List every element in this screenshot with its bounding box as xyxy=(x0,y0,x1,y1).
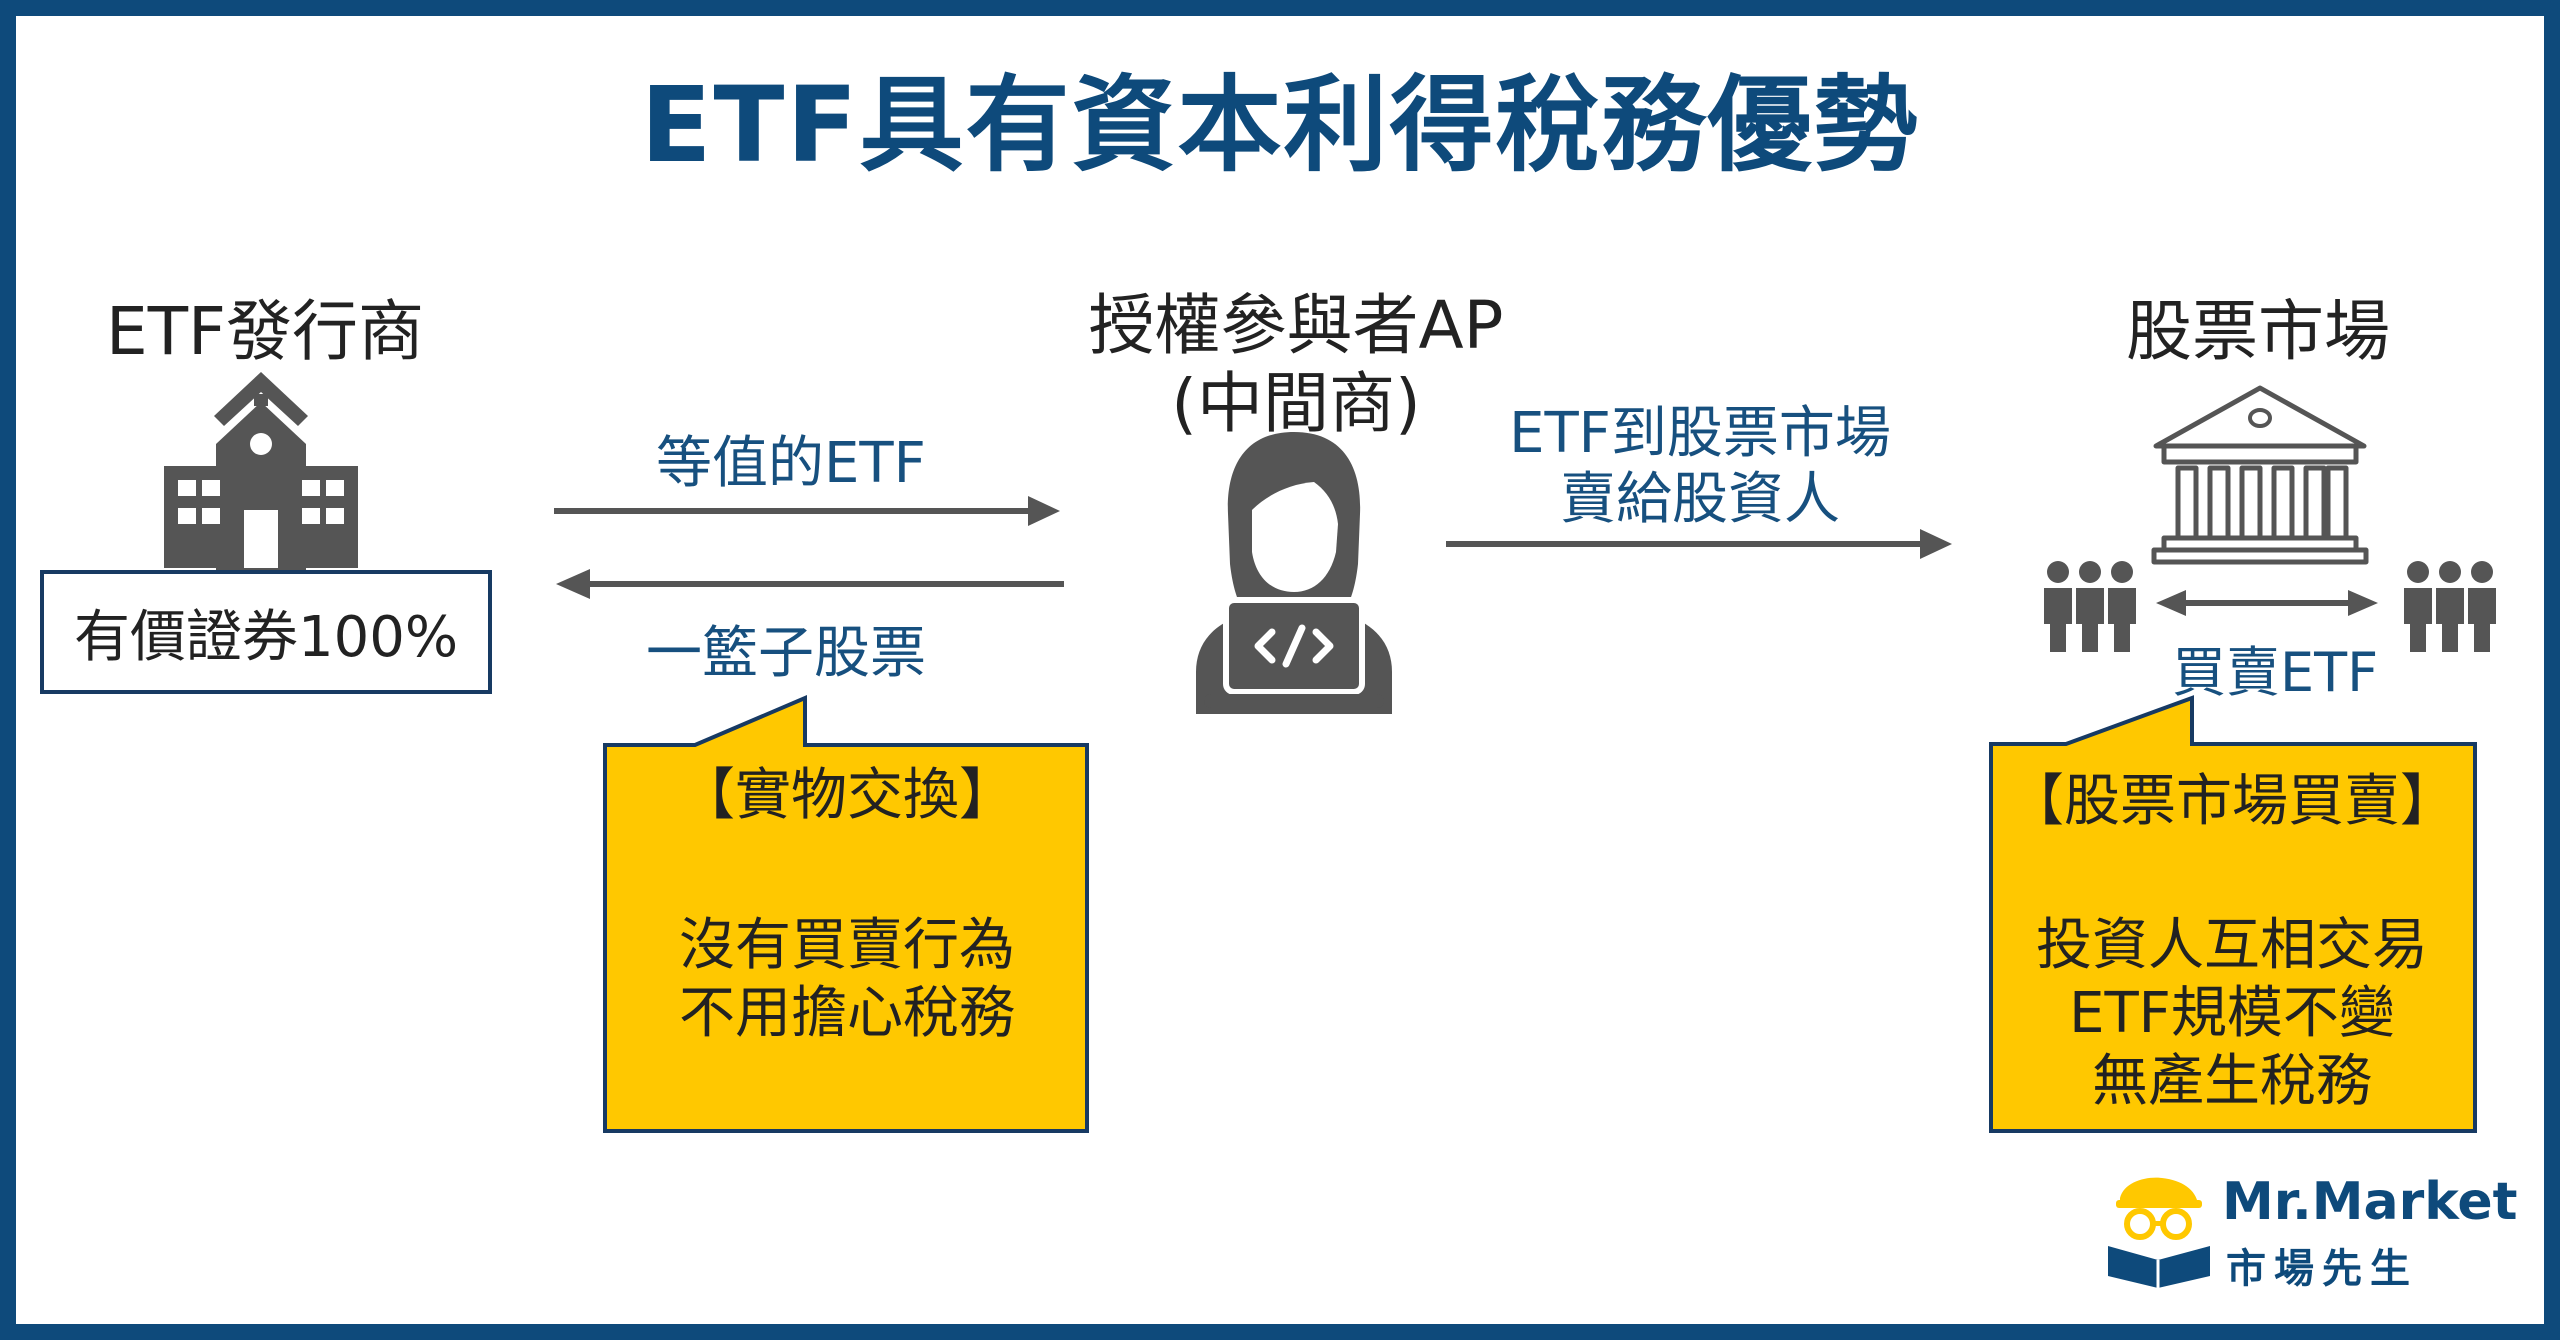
issuer-label: ETF發行商 xyxy=(106,293,424,370)
mr-market-logo-icon xyxy=(2108,1177,2210,1288)
trade-double-arrow xyxy=(2156,590,2378,616)
issuer-holdings-label: 有價證券100% xyxy=(73,604,459,670)
callout-right-heading: 【股票市場買賣】 xyxy=(2008,769,2456,834)
investors-group-left-icon xyxy=(2044,561,2136,652)
arrow-label-stock-basket: 一籃子股票 xyxy=(646,621,926,686)
issuer-holdings-box: 有價證券100% xyxy=(40,570,492,694)
callout-left-line2: 不用擔心稅務 xyxy=(679,981,1015,1046)
market-label: 股票市場 xyxy=(2126,293,2390,370)
ap-label-line2: (中間商) xyxy=(1171,365,1421,442)
arrow-to-issuer-head xyxy=(556,569,590,599)
callout-left-line1: 沒有買賣行為 xyxy=(679,913,1015,978)
callout-right-bubble xyxy=(1989,695,2477,1133)
trade-label: 買賣ETF xyxy=(2172,641,2379,704)
school-building-icon xyxy=(164,372,358,572)
ap-label-line1: 授權參與者AP xyxy=(1088,287,1504,364)
page-title: ETF具有資本利得稅務優勢 xyxy=(640,64,1920,186)
arrow-label-to-market-line2: 賣給股資人 xyxy=(1560,467,1840,532)
arrow-to-ap xyxy=(554,508,1032,514)
callout-right-line2: ETF規模不變 xyxy=(2069,981,2395,1046)
stock-exchange-building-icon xyxy=(2151,385,2369,565)
callout-left-heading: 【實物交換】 xyxy=(679,763,1015,828)
investors-group-right-icon xyxy=(2404,561,2496,652)
exchange-arrows xyxy=(554,496,1064,599)
callout-left-bubble xyxy=(603,694,1089,1133)
arrow-ap-to-market xyxy=(1446,529,1952,559)
developer-person-icon xyxy=(1196,432,1392,714)
logo-subtitle: 市場先生 xyxy=(2226,1246,2418,1292)
callout-right-line1: 投資人互相交易 xyxy=(2036,913,2428,978)
arrow-to-issuer xyxy=(586,581,1064,587)
callout-right-line3: 無產生稅務 xyxy=(2092,1049,2372,1114)
arrow-label-to-market-line1: ETF到股票市場 xyxy=(1509,401,1891,466)
arrow-to-ap-head xyxy=(1028,496,1060,526)
logo-name: Mr.Market xyxy=(2222,1172,2518,1232)
arrow-label-equal-etf: 等值的ETF xyxy=(656,431,926,496)
